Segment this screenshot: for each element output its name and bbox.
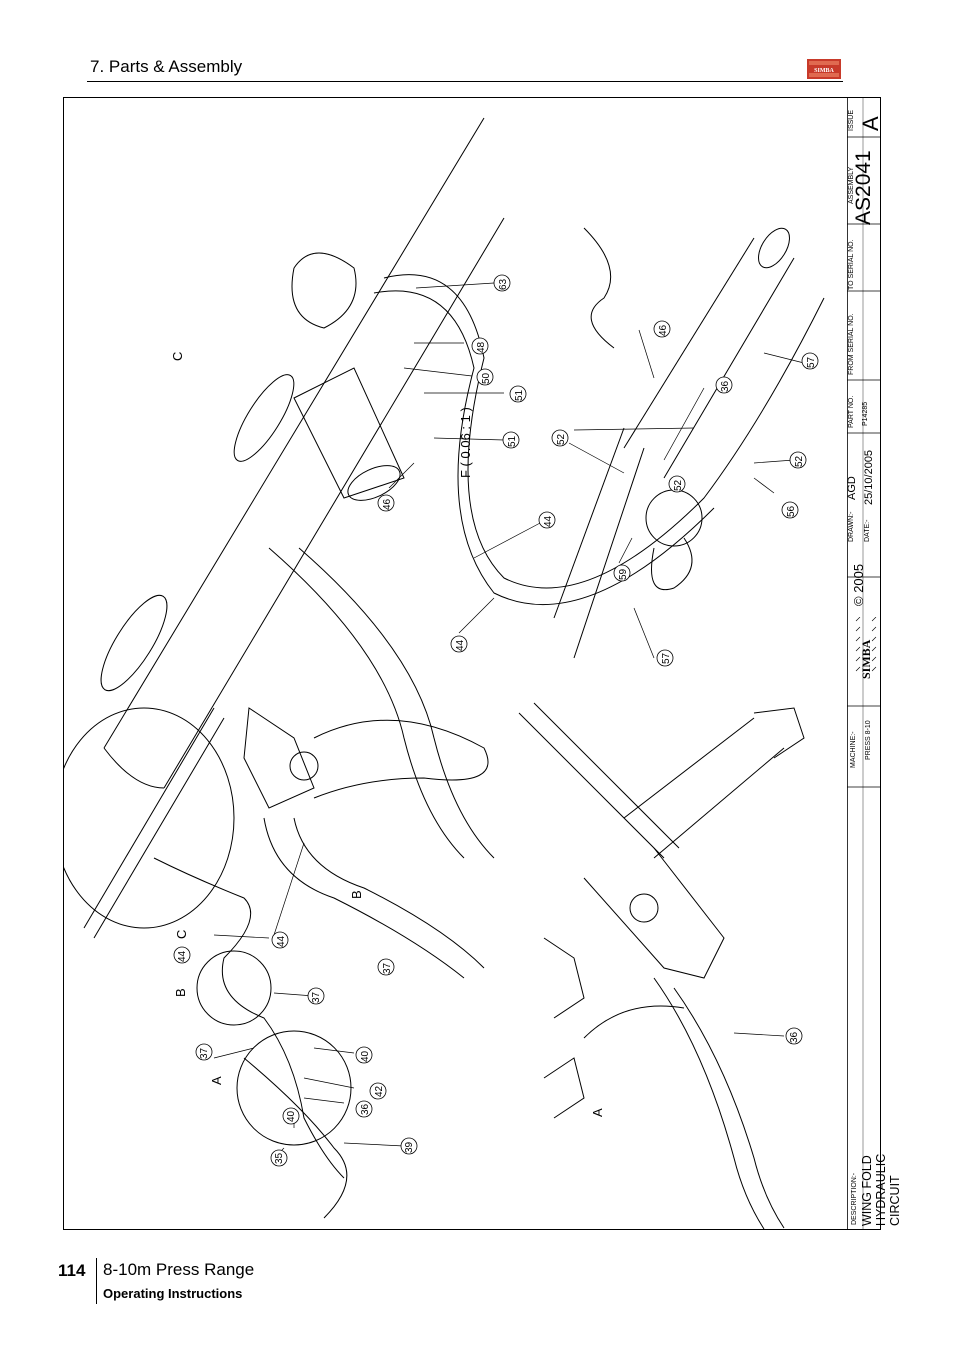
strip-2 xyxy=(298,547,495,859)
description-value: WING FOLD HYDRAULIC CIRCUIT xyxy=(860,1153,902,1226)
callout-52b: 52 xyxy=(673,479,684,491)
issue-label: ISSUE xyxy=(848,109,855,131)
page-number: 114 xyxy=(58,1261,86,1280)
detail-circle-large xyxy=(64,707,345,1179)
drawn-label: DRAWN:- xyxy=(848,511,855,542)
callout-52a: 52 xyxy=(556,433,567,445)
callout-44c: 44 xyxy=(276,935,287,947)
valve-block xyxy=(243,707,489,979)
detail-circle-b xyxy=(196,950,272,1026)
callout-40b: 40 xyxy=(286,1110,297,1122)
callout-35: 35 xyxy=(274,1152,285,1164)
footer-rule xyxy=(96,1258,97,1304)
view-label-a-left: A xyxy=(209,1076,224,1085)
issue-value: A xyxy=(858,116,883,131)
callout-37a: 37 xyxy=(382,962,393,974)
lower-cylinder xyxy=(543,707,805,1229)
assembly-value: AS2041 xyxy=(852,150,875,225)
date-value: 25/10/2005 xyxy=(863,449,875,505)
callout-44d: 44 xyxy=(177,950,188,962)
callout-46a: 46 xyxy=(382,498,393,510)
callout-63: 63 xyxy=(498,278,509,290)
to-serial-label: TO SERIAL NO. xyxy=(848,239,855,290)
callout-37c: 37 xyxy=(199,1047,210,1059)
view-label-c-left: C xyxy=(174,929,189,939)
view-label-c-top: C xyxy=(170,351,185,361)
strip-4 xyxy=(533,702,680,849)
detail-circle-a xyxy=(236,1030,352,1146)
callout-37b: 37 xyxy=(311,991,322,1003)
callout-39: 39 xyxy=(404,1141,415,1153)
callout-48: 48 xyxy=(476,341,487,353)
view-label-b-mid: B xyxy=(349,890,364,899)
leader-lines xyxy=(213,282,805,1159)
footer-subtitle: Operating Instructions xyxy=(103,1286,243,1301)
part-no-label: PART NO. xyxy=(848,395,855,428)
strip-3 xyxy=(518,712,665,859)
title-block-frame xyxy=(847,97,881,1230)
date-label: DATE:- xyxy=(864,519,871,542)
view-label-a-right: A xyxy=(590,1108,605,1117)
hose-lower xyxy=(243,1057,348,1219)
hose-44 xyxy=(383,274,825,589)
from-serial-label: FROM SERIAL NO. xyxy=(848,313,855,375)
section-title: 7. Parts & Assembly xyxy=(90,57,243,76)
scale-note: F ( 0.06 : 1 ) xyxy=(458,407,473,478)
roller xyxy=(293,367,405,501)
callout-42: 42 xyxy=(374,1085,385,1097)
callout-52c: 52 xyxy=(794,455,805,467)
callout-36b: 36 xyxy=(360,1103,371,1115)
callout-circles xyxy=(173,274,819,1167)
hose-44b xyxy=(373,290,715,605)
callout-51b: 51 xyxy=(507,435,518,447)
machine-value: PRESS 8-10 xyxy=(865,720,872,760)
callout-44b: 44 xyxy=(455,639,466,651)
description-label: DESCRIPTION:- xyxy=(851,1172,858,1225)
drawing-frame xyxy=(63,97,881,1230)
callout-44a: 44 xyxy=(543,515,554,527)
simba-logo-title-block: SIMBA xyxy=(855,617,877,679)
callout-40a: 40 xyxy=(360,1050,371,1062)
callout-36a: 36 xyxy=(720,380,731,392)
hydraulic-drawing xyxy=(64,117,825,1229)
callout-36c: 36 xyxy=(789,1031,800,1043)
hose-top xyxy=(583,227,615,349)
callout-57a: 57 xyxy=(806,356,817,368)
callout-56: 56 xyxy=(786,505,797,517)
simba-logo: SIMBA xyxy=(807,59,841,79)
title-block-logo-text: SIMBA xyxy=(859,639,873,679)
view-label-b-left: B xyxy=(173,988,188,997)
header-rule xyxy=(87,81,843,82)
cylinder-main xyxy=(100,117,505,789)
copyright: © 2005 xyxy=(851,563,866,606)
callout-57b: 57 xyxy=(661,652,672,664)
strip-1 xyxy=(268,547,465,859)
callout-59: 59 xyxy=(618,568,629,580)
callout-51a: 51 xyxy=(514,389,525,401)
machine-label: MACHINE:- xyxy=(850,731,857,768)
callout-46b: 46 xyxy=(658,324,669,336)
drawn-value: AGD xyxy=(846,476,858,500)
callout-50: 50 xyxy=(481,372,492,384)
part-no-value: P14285 xyxy=(862,401,869,426)
logo-text: SIMBA xyxy=(814,68,834,74)
footer-range: 8-10m Press Range xyxy=(103,1260,255,1279)
cylinder-right xyxy=(553,227,795,659)
